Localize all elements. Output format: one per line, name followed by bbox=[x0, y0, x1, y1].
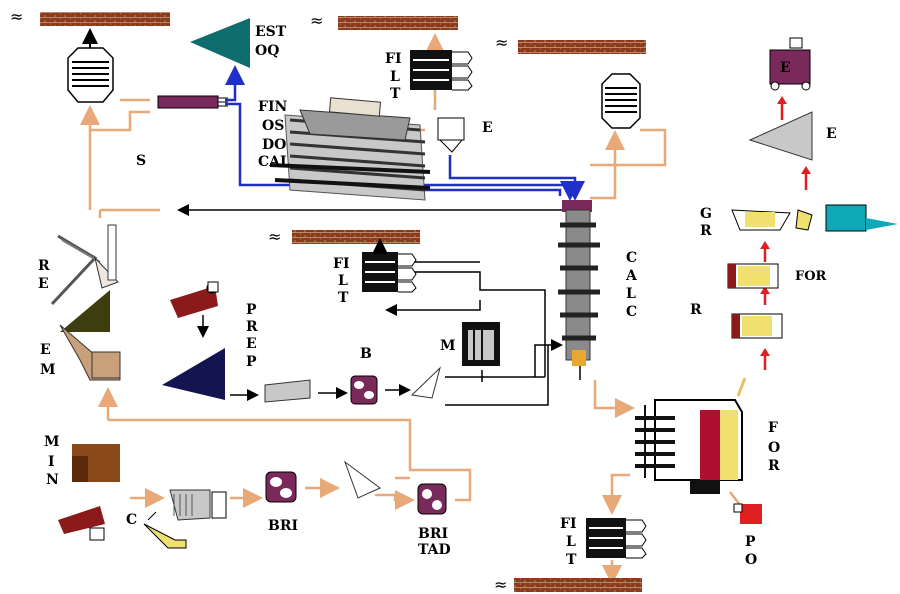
label-fil-top-2: L bbox=[390, 69, 400, 85]
label-po-1: P bbox=[745, 534, 756, 550]
silo-m bbox=[462, 322, 500, 366]
label-for: FOR bbox=[795, 269, 827, 284]
filter-top bbox=[410, 50, 473, 91]
svg-text:≈: ≈ bbox=[310, 11, 323, 30]
label-gr-2: R bbox=[700, 223, 712, 239]
stock-pile-icon bbox=[190, 18, 250, 68]
label-r: R bbox=[690, 302, 702, 318]
label-calc-3: L bbox=[626, 286, 636, 302]
cooler-left bbox=[67, 47, 114, 103]
label-po-2: O bbox=[745, 552, 757, 568]
label-bri: BRI bbox=[268, 518, 298, 534]
label-e-right-2: E bbox=[826, 126, 837, 142]
label-s: S bbox=[136, 153, 146, 169]
label-calc-2: A bbox=[625, 268, 638, 284]
svg-text:≈: ≈ bbox=[268, 227, 281, 246]
briquette-tad bbox=[417, 483, 447, 515]
orange-flow-lines bbox=[80, 33, 749, 585]
label-bri-tad-1: BRI bbox=[418, 526, 448, 542]
label-finos-1: FIN bbox=[258, 99, 287, 115]
label-e-top: E bbox=[482, 120, 493, 136]
label-prep-1: P bbox=[246, 302, 257, 318]
svg-text:≈: ≈ bbox=[494, 575, 507, 594]
label-finos-4: CAL bbox=[258, 154, 290, 170]
ladle-r bbox=[731, 313, 783, 339]
label-fo-2: O bbox=[768, 440, 780, 456]
prep-conveyor bbox=[162, 281, 225, 400]
electric-furnace bbox=[635, 377, 747, 494]
label-bri-tad-2: TAD bbox=[418, 542, 451, 558]
label-em-1: E bbox=[40, 342, 51, 358]
mine-icon bbox=[72, 444, 120, 482]
rotary-dryer bbox=[269, 97, 431, 201]
conveyor-c bbox=[58, 506, 187, 549]
label-fo-3: R bbox=[768, 458, 780, 474]
grinder-gr bbox=[731, 204, 898, 232]
label-re-1: R bbox=[38, 258, 50, 274]
label-fo-1: F bbox=[768, 420, 778, 436]
furnace-for bbox=[727, 263, 779, 289]
label-fil-mid-2: L bbox=[338, 273, 348, 289]
label-min-1: M bbox=[44, 434, 60, 450]
label-fil-bot-2: L bbox=[566, 534, 576, 550]
filter-middle bbox=[362, 238, 417, 293]
filter-bottom bbox=[586, 518, 647, 559]
label-fil-top-1: FI bbox=[385, 51, 402, 67]
cyclone-top bbox=[437, 117, 465, 153]
red-arrow-heads bbox=[760, 96, 811, 356]
label-fil-top-3: T bbox=[390, 86, 401, 102]
hopper-em bbox=[59, 324, 121, 381]
label-fil-mid-3: T bbox=[338, 290, 349, 306]
calcination-kiln bbox=[558, 200, 600, 366]
label-gr-1: G bbox=[700, 206, 712, 222]
label-re-2: E bbox=[38, 276, 49, 292]
label-c: C bbox=[126, 512, 137, 528]
screen-2-icon bbox=[343, 460, 381, 499]
crusher-icon bbox=[169, 489, 227, 521]
label-b: B bbox=[360, 346, 372, 362]
label-calc-1: C bbox=[626, 250, 637, 266]
label-estoq-2: OQ bbox=[255, 43, 279, 59]
mill-icon bbox=[264, 379, 311, 403]
label-fil-bot-1: FI bbox=[560, 516, 577, 532]
pile-gray-icon bbox=[748, 111, 813, 161]
label-fil-bot-3: T bbox=[566, 552, 577, 568]
label-min-2: I bbox=[48, 454, 55, 470]
label-finos-3: DO bbox=[262, 137, 286, 153]
label-prep-2: R bbox=[246, 319, 258, 335]
briquette-b bbox=[350, 375, 378, 405]
exhaust-bars: ≈ ≈ ≈ ≈ ≈ bbox=[10, 7, 646, 594]
reclaimer bbox=[50, 224, 119, 332]
label-calc-4: C bbox=[626, 304, 637, 320]
label-prep-4: P bbox=[246, 354, 257, 370]
label-min-3: N bbox=[46, 472, 59, 488]
cooler-right bbox=[601, 73, 641, 129]
label-m: M bbox=[440, 338, 456, 354]
label-fil-mid-1: FI bbox=[333, 256, 350, 272]
svg-text:≈: ≈ bbox=[10, 7, 23, 26]
screen-icon bbox=[410, 366, 441, 399]
briquette-bri bbox=[265, 471, 297, 503]
pouring-ladle bbox=[733, 503, 762, 524]
label-estoq-1: EST bbox=[255, 24, 287, 40]
label-e-right-1: E bbox=[780, 60, 791, 76]
label-finos-2: OS bbox=[262, 118, 284, 134]
wagon-purple bbox=[769, 37, 811, 91]
label-em-2: M bbox=[40, 362, 56, 378]
label-prep-3: E bbox=[246, 336, 257, 352]
feeder-pipe bbox=[157, 95, 228, 109]
svg-text:≈: ≈ bbox=[495, 33, 508, 52]
